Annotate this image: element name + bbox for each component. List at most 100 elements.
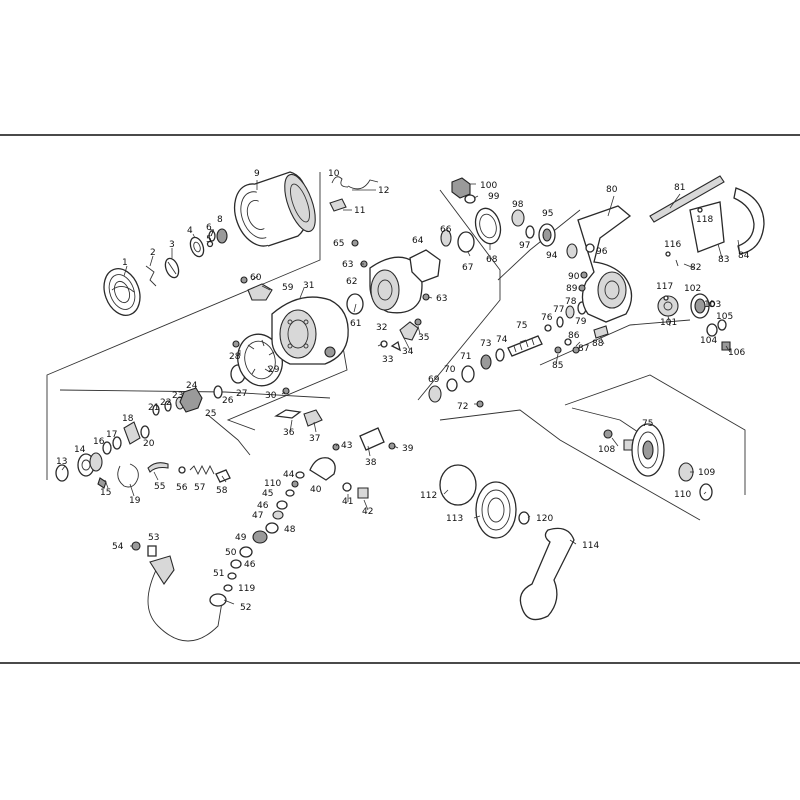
label-7: 7: [209, 229, 215, 239]
part-60-screw: [240, 276, 248, 284]
part-58-cap: [215, 469, 231, 483]
label-110-a: 110: [264, 479, 281, 489]
part-97-washer: [525, 225, 535, 239]
label-2: 2: [150, 248, 156, 258]
part-22-washer: [164, 400, 172, 412]
label-108: 108: [598, 445, 615, 455]
label-112: 112: [420, 491, 437, 501]
bottom-rule: [0, 662, 800, 664]
label-104: 104: [700, 336, 717, 346]
part-29-rotor-cup: [237, 333, 283, 387]
label-5: 5: [206, 235, 212, 245]
part-90-screw: [580, 271, 588, 279]
label-78: 78: [565, 297, 577, 307]
part-75-pinion: [507, 335, 543, 357]
part-35-screw: [414, 318, 422, 326]
part-119-a: [223, 584, 233, 592]
label-1: 1: [122, 258, 128, 268]
label-44: 44: [283, 470, 295, 480]
label-51: 51: [213, 569, 224, 579]
part-59-clip: [247, 283, 273, 301]
label-23: 23: [172, 391, 183, 401]
part-94-bearing: [566, 243, 578, 259]
label-52: 52: [240, 603, 251, 613]
label-70: 70: [444, 365, 456, 375]
part-52-bail-wire: [147, 555, 227, 642]
label-43: 43: [341, 441, 352, 451]
part-114-handle: [519, 527, 575, 621]
label-28: 28: [229, 352, 241, 362]
label-99: 99: [488, 192, 500, 202]
part-56-ball: [178, 466, 186, 474]
group-lines: [46, 172, 746, 521]
label-81: 81: [674, 183, 685, 193]
part-105-washer: [717, 319, 727, 331]
label-14: 14: [74, 445, 86, 455]
label-41: 41: [342, 497, 353, 507]
label-63-a: 63: [342, 260, 353, 270]
label-75-a: 75: [516, 321, 527, 331]
part-83-guard: [689, 201, 725, 253]
label-105: 105: [716, 312, 733, 322]
part-31-rotor: [271, 296, 349, 365]
part-labels: 1 2 3 4 5 6 7 8 9 10 11 12 13 14 15 16 1…: [56, 169, 750, 613]
label-40: 40: [310, 485, 322, 495]
label-27: 27: [236, 389, 247, 399]
part-11-clip: [329, 198, 347, 212]
part-57-spring: [189, 464, 215, 476]
part-69-bearing: [428, 385, 442, 403]
part-70-washer: [446, 378, 458, 392]
label-35: 35: [418, 333, 429, 343]
label-80: 80: [606, 185, 618, 195]
part-78-bearing: [565, 305, 575, 319]
label-8: 8: [217, 215, 223, 225]
label-65: 65: [333, 239, 344, 249]
label-73: 73: [480, 339, 491, 349]
label-18: 18: [122, 414, 134, 424]
part-16-bushing: [102, 441, 112, 455]
part-46-b: [230, 559, 242, 569]
part-99-oring: [464, 194, 476, 204]
part-116-pin: [665, 251, 671, 257]
label-68: 68: [486, 255, 498, 265]
label-12: 12: [378, 186, 389, 196]
part-75-drive-gear: [623, 423, 665, 477]
part-66-bearing: [440, 229, 452, 247]
part-46-a: [276, 500, 288, 510]
label-31: 31: [303, 281, 314, 291]
label-39: 39: [402, 444, 414, 454]
label-22: 22: [160, 398, 171, 408]
label-75-b: 75: [642, 419, 653, 429]
part-71-ring: [461, 365, 475, 383]
label-30: 30: [265, 391, 277, 401]
label-106: 106: [728, 348, 745, 358]
part-82-pin: [675, 259, 679, 267]
part-110-a: [291, 480, 299, 488]
label-59: 59: [282, 283, 294, 293]
label-47: 47: [252, 511, 263, 521]
label-64: 64: [412, 236, 424, 246]
part-20-collar: [140, 425, 150, 439]
part-21-washer: [152, 404, 160, 416]
label-49: 49: [235, 533, 247, 543]
label-71: 71: [460, 352, 471, 362]
part-8-bearing: [216, 228, 228, 244]
part-112-oring: [439, 464, 477, 506]
label-102: 102: [684, 284, 701, 294]
part-37-trip: [303, 409, 323, 427]
label-37: 37: [309, 434, 320, 444]
part-65-screw: [351, 239, 359, 247]
part-17-washer: [112, 436, 122, 450]
label-56: 56: [176, 483, 188, 493]
part-77-washer: [556, 316, 564, 328]
part-9-spool: [233, 171, 316, 247]
label-96: 96: [596, 247, 608, 257]
part-4-washer: [189, 236, 205, 258]
label-10: 10: [328, 169, 340, 179]
part-26-washer: [213, 385, 223, 399]
label-38: 38: [365, 458, 377, 468]
label-84: 84: [738, 251, 750, 261]
label-53: 53: [148, 533, 159, 543]
label-119: 119: [238, 584, 255, 594]
